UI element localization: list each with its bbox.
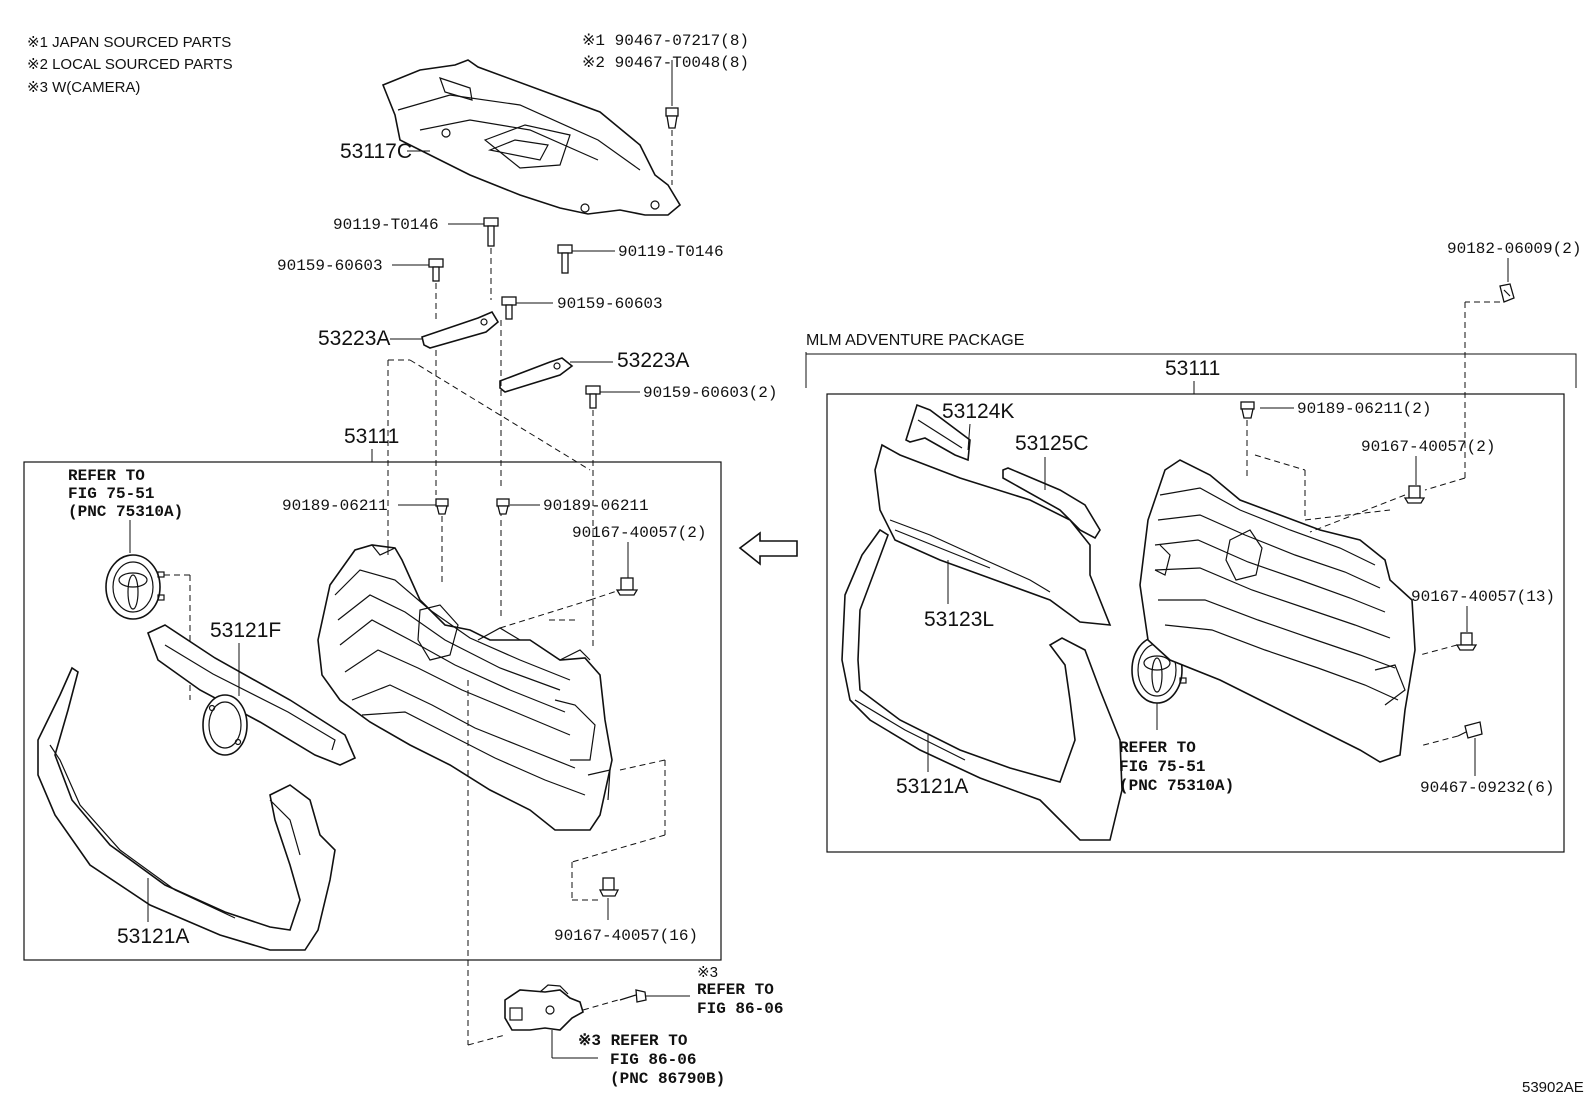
- ref-camera-bolt-line2: FIG 86-06: [697, 1000, 783, 1018]
- ref-right-emblem-line2: FIG 75-51: [1119, 758, 1205, 776]
- dash-clip-2: [589, 589, 621, 601]
- clip-90167-40057-left[interactable]: [615, 577, 639, 596]
- label-90159-60603-mid: 90159-60603: [557, 295, 663, 313]
- label-53123l: 53123L: [924, 608, 994, 631]
- ref-right-emblem-line3: (PNC 75310A): [1119, 777, 1234, 795]
- label-90467-t0048: ※2 90467-T0048(8): [582, 54, 749, 72]
- bolt-90119-t0146-left[interactable]: [483, 217, 499, 247]
- label-90467-07217: ※1 90467-07217(8): [582, 32, 749, 50]
- note-local-sourced: ※2 LOCAL SOURCED PARTS: [27, 56, 233, 73]
- part-53125c[interactable]: [1002, 467, 1101, 540]
- bolt-90467-top[interactable]: [665, 107, 679, 129]
- label-53223a-left: 53223A: [318, 327, 390, 350]
- top-fastener-labels: ※1 90467-07217(8) ※2 90467-T0048(8): [582, 32, 749, 72]
- ref-camera-bolt-line1: REFER TO: [697, 981, 774, 999]
- catalog-id: 53902AE: [1522, 1079, 1584, 1096]
- ref-camera-line3: (PNC 86790B): [610, 1070, 725, 1088]
- label-90119-t0146-left: 90119-T0146: [333, 216, 439, 234]
- label-53111-left: 53111: [344, 425, 399, 448]
- dash-side-2: [619, 759, 666, 771]
- dash-90467-r: [1419, 735, 1459, 747]
- label-90159-60603-left: 90159-60603: [277, 257, 383, 275]
- label-mlm-adventure-package: MLM ADVENTURE PACKAGE: [806, 332, 1024, 349]
- part-53124k[interactable]: [905, 403, 971, 462]
- part-53117c-cover[interactable]: [381, 59, 682, 216]
- emblem-left[interactable]: [105, 554, 165, 620]
- dash-90182-3: [1424, 477, 1466, 491]
- dash-side-4: [571, 834, 666, 863]
- ref-right-emblem-line1: REFER TO: [1119, 739, 1196, 757]
- part-53121f-grille-surround[interactable]: [146, 624, 357, 766]
- label-53121a-left: 53121A: [117, 925, 189, 948]
- label-90189-06211-right: 90189-06211: [543, 497, 649, 515]
- clip-90167-40057-right-2[interactable]: [1403, 485, 1426, 504]
- dash-90189-r4: [1304, 509, 1391, 521]
- label-53121a-right: 53121A: [896, 775, 968, 798]
- note-japan-sourced: ※1 JAPAN SOURCED PARTS: [27, 34, 231, 51]
- label-90119-t0146-right: 90119-T0146: [618, 243, 724, 261]
- dash-camera-screw: [582, 999, 619, 1011]
- ref-left-emblem: REFER TO FIG 75-51 (PNC 75310A): [68, 467, 183, 521]
- ref-camera-bolt: ※3 REFER TO FIG 86-06: [697, 964, 783, 1018]
- label-53121f: 53121F: [210, 619, 281, 642]
- label-53124k: 53124K: [942, 400, 1014, 423]
- label-90189-06211-left: 90189-06211: [282, 497, 388, 515]
- ref-camera-line1: ※3 REFER TO: [578, 1032, 688, 1050]
- ref-left-emblem-line3: (PNC 75310A): [68, 503, 183, 521]
- dash-90167-13: [1419, 644, 1458, 656]
- bolt-90159-60603-mid[interactable]: [501, 296, 517, 320]
- ref-camera-line2: FIG 86-06: [610, 1051, 696, 1069]
- label-53223a-right: 53223A: [617, 349, 689, 372]
- bolt-90159-60603-2[interactable]: [585, 385, 601, 409]
- part-53121a-lower-garnish-left[interactable]: [37, 666, 336, 951]
- camera-screw[interactable]: [619, 989, 647, 1003]
- part-grille-main-left[interactable]: [317, 544, 613, 831]
- ref-camera: ※3 REFER TO FIG 86-06 (PNC 86790B): [578, 1032, 725, 1088]
- dash-90189-r2: [1254, 454, 1306, 471]
- dash-to-camera-h: [467, 1034, 506, 1046]
- note-camera: ※3 W(CAMERA): [27, 79, 140, 96]
- label-90167-40057-16: 90167-40057(16): [554, 927, 698, 945]
- part-53121a-lower-garnish-right[interactable]: [841, 528, 1123, 841]
- ref-camera-bolt-mark: ※3: [697, 964, 718, 981]
- box-53111-adventure: [826, 393, 1565, 853]
- dash-90167-r2: [1309, 494, 1406, 533]
- label-53111-right: 53111: [1165, 357, 1220, 380]
- dash-clip-1: [499, 599, 591, 629]
- label-90182-06009-2: 90182-06009(2): [1447, 240, 1581, 258]
- camera-bracket[interactable]: [504, 984, 584, 1031]
- leader-53124k: [967, 423, 971, 451]
- label-90189-06211-2-right: 90189-06211(2): [1297, 400, 1431, 418]
- screw-90467-09232[interactable]: [1457, 721, 1483, 739]
- label-53125c: 53125C: [1015, 432, 1089, 455]
- nut-90189-06211-right-box[interactable]: [1240, 401, 1255, 419]
- bolt-90119-t0146-right[interactable]: [557, 244, 573, 274]
- notes-legend: ※1 JAPAN SOURCED PARTS ※2 LOCAL SOURCED …: [27, 34, 233, 96]
- label-90159-60603-2: 90159-60603(2): [643, 384, 777, 402]
- part-grille-main-right[interactable]: [1139, 459, 1416, 763]
- label-90467-09232-6: 90467-09232(6): [1420, 779, 1554, 797]
- part-53123l-bumper-garnish[interactable]: [874, 443, 1112, 626]
- ref-right-emblem: REFER TO FIG 75-51 (PNC 75310A): [1119, 739, 1234, 795]
- bracket-package: [805, 352, 1577, 388]
- label-90167-40057-2-right: 90167-40057(2): [1361, 438, 1495, 456]
- part-53223a-right[interactable]: [499, 357, 574, 393]
- label-90167-40057-2-left: 90167-40057(2): [572, 524, 706, 542]
- clip-90167-40057-16[interactable]: [598, 877, 620, 897]
- nut-90189-06211-right[interactable]: [496, 498, 510, 515]
- part-53223a-left[interactable]: [421, 310, 500, 349]
- bolt-90159-60603-left[interactable]: [428, 258, 444, 282]
- box-53111-standard: [23, 461, 722, 961]
- clip-90167-40057-13[interactable]: [1455, 632, 1478, 651]
- dash-diag: [409, 359, 591, 471]
- arrow-left-icon: [738, 531, 798, 566]
- ref-left-emblem-line2: FIG 75-51: [68, 485, 154, 503]
- nut-90189-06211-left[interactable]: [435, 498, 449, 515]
- clip-90182-06009[interactable]: [1499, 283, 1515, 303]
- label-90167-40057-13: 90167-40057(13): [1411, 588, 1555, 606]
- ref-left-emblem-line1: REFER TO: [68, 467, 145, 485]
- label-53117c: 53117C: [340, 140, 412, 163]
